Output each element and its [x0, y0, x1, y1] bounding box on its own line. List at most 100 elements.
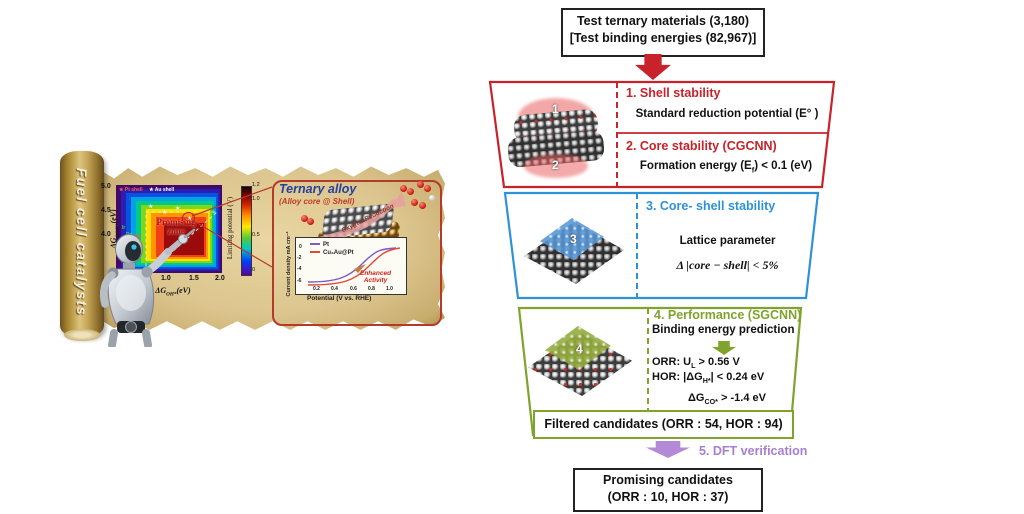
- particle-number-3: 3: [570, 232, 577, 246]
- y-tick: 4.5: [101, 207, 111, 214]
- y-tick: 0: [299, 244, 302, 250]
- step4-subtitle: Binding energy prediction: [652, 324, 795, 336]
- core-shell-particle-1: 1 2: [506, 96, 610, 182]
- x-tick: 1.5: [189, 275, 199, 282]
- axis-text: (eV): [176, 286, 191, 295]
- enhanced-activity-label: Enhanced Activity: [360, 270, 391, 284]
- o2-molecule: [411, 199, 418, 206]
- criterion-text: > 0.56 V: [695, 356, 740, 368]
- y-tick: -6: [297, 278, 302, 284]
- step2-criterion: Formation energy (Ef) < 0.1 (eV): [626, 160, 826, 174]
- highlight-circle: [182, 212, 195, 225]
- criterion-text: > -1.4 eV: [717, 392, 766, 404]
- x-tick: 1.0: [161, 275, 171, 282]
- scatter-point: ★: [162, 210, 168, 216]
- criterion-text: HOR: |ΔG: [652, 371, 703, 383]
- criterion-text: | < 0.24 eV: [710, 371, 765, 383]
- colorbar-label: Limiting potential (V): [226, 196, 234, 260]
- line-swatch: [310, 251, 320, 254]
- element-label-ir: Ir: [122, 225, 126, 231]
- particle-number-1: 1: [552, 102, 559, 116]
- ternary-alloy-callout: [272, 180, 442, 326]
- o2-molecule: [419, 202, 426, 209]
- polarization-curves: [307, 247, 401, 286]
- annotation-text: Enhanced: [360, 270, 392, 277]
- polarization-plot: Pt Cu₃Au@Pt 0 -2 -4 -6 0.2 0.4 0.6 0.8 1…: [295, 237, 407, 295]
- legend-entry-cu3aupt: Cu₃Au@Pt: [310, 249, 354, 257]
- output-box: Promising candidates (ORR : 10, HOR : 37…: [573, 468, 763, 512]
- scatter-point: ★: [175, 206, 181, 212]
- colorbar-tick: 0: [252, 267, 256, 273]
- axis-text: ΔG: [155, 286, 167, 295]
- legend-au-shell: ★ Au shell: [149, 187, 174, 193]
- x-tick: 0.4: [331, 286, 338, 292]
- star-icon: ★: [119, 187, 124, 193]
- y-tick: 5.0: [101, 183, 111, 190]
- h2o-molecule: [429, 195, 435, 201]
- o2-molecule: [417, 181, 424, 188]
- criterion-text: ΔG: [688, 392, 705, 404]
- step3-line1: Lattice parameter: [679, 235, 776, 247]
- o2-molecule: [400, 185, 407, 192]
- criterion-text: ) < 0.1 (eV): [754, 160, 813, 172]
- legend-entry-pt: Pt: [310, 241, 354, 249]
- star-icon: ★: [149, 187, 154, 193]
- x-tick: 2.0: [215, 275, 225, 282]
- o2-molecule: [424, 185, 431, 192]
- axis-sub: OH*: [166, 291, 177, 298]
- y-tick: -2: [297, 255, 302, 261]
- graphical-abstract-panel: Fuel cell catalysts ★ ★ ★ ★ Ir Pd Pt Pro…: [55, 145, 455, 350]
- scroll-title: Fuel cell catalysts: [74, 167, 90, 317]
- core-shell-particle-4: 4: [528, 318, 632, 398]
- filtered-candidates-box: Filtered candidates (ORR : 54, HOR : 94): [533, 410, 794, 439]
- legend-label: Cu₃Au@Pt: [323, 250, 354, 256]
- dft-verification-label: 5. DFT verification: [699, 444, 808, 458]
- o2-molecule: [301, 215, 308, 222]
- step1-criterion: Standard reduction potential (E° ): [635, 108, 819, 120]
- criterion-text: ORR: U: [652, 356, 692, 368]
- heatmap-legend: ★ Pt shell ★ Au shell: [119, 187, 174, 193]
- step3-line2: Δ |core − shell| < 5%: [676, 258, 779, 272]
- legend-pt-shell: ★ Pt shell: [119, 187, 143, 193]
- o2-molecule: [407, 188, 414, 195]
- colorbar-tick: 1.2: [252, 182, 260, 188]
- output-line1: Promising candidates: [603, 473, 733, 487]
- co-criterion: ΔGCO* > -1.4 eV: [688, 392, 766, 406]
- inset-x-axis-label: Potential (V vs. RHE): [307, 295, 372, 302]
- ternary-title: Ternary alloy: [279, 182, 357, 196]
- orr-criterion: ORR: UL > 0.56 V: [652, 356, 740, 370]
- y-tick: 4.0: [101, 231, 111, 238]
- legend-label: Pt shell: [124, 187, 143, 193]
- step1-title: 1. Shell stability: [626, 86, 721, 100]
- inset-y-axis-label: Current density mA cm⁻²: [286, 231, 292, 297]
- x-tick: 0.2: [313, 286, 320, 292]
- ternary-subtitle: (Alloy core @ Shell): [279, 197, 355, 206]
- x-tick: 0.6: [350, 286, 357, 292]
- annotation-text: Activity: [363, 277, 388, 284]
- criterion-sub: f: [751, 165, 755, 175]
- core-shell-particle-3: 3: [524, 210, 624, 286]
- zone-line2: zone: [167, 226, 185, 236]
- legend-label: Au shell: [154, 187, 175, 193]
- colorbar-tick: 1.0: [252, 196, 260, 202]
- x-tick: 1.0: [386, 286, 393, 292]
- criterion-text: Formation energy (E: [639, 160, 752, 172]
- criterion-sub: H*: [702, 377, 711, 386]
- small-down-arrow-icon: [712, 341, 736, 355]
- input-line2: [Test binding energies (82,967)]: [569, 31, 757, 45]
- particle-number-4: 4: [576, 342, 583, 356]
- x-axis-label: ΔGOH*(eV): [133, 286, 213, 298]
- y-tick: -4: [297, 266, 302, 272]
- particle-number-2: 2: [552, 158, 559, 172]
- step4-title: 4. Performance (SGCNN): [654, 308, 802, 322]
- colorbar: [241, 186, 252, 276]
- hor-criterion: HOR: |ΔGH*| < 0.24 eV: [652, 371, 764, 385]
- plot-legend: Pt Cu₃Au@Pt: [310, 241, 354, 257]
- promising-zone-label: Promising zone: [150, 218, 202, 236]
- legend-label: Pt: [323, 242, 329, 248]
- axis-text: (eV): [109, 209, 119, 224]
- robot-illustration: [99, 228, 196, 347]
- down-arrow-icon: [635, 54, 671, 80]
- step3-title: 3. Core- shell stability: [646, 199, 776, 213]
